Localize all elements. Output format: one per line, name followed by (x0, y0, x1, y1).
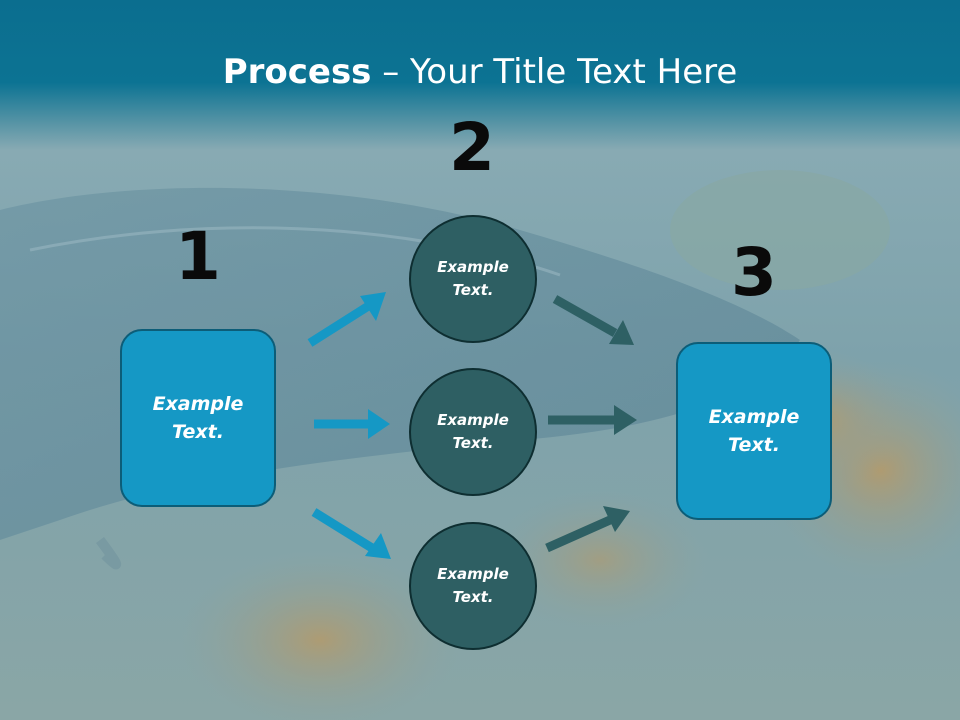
process-circle-middle: Example Text. (409, 368, 537, 496)
process-circle-top: Example Text. (409, 215, 537, 343)
process-box-right: Example Text. (676, 342, 832, 520)
arrow-left-to-middle (314, 409, 390, 439)
arrow-bottom-to-right (545, 506, 630, 553)
process-circle-bottom-label: Example Text. (437, 564, 509, 606)
arrow-left-to-bottom (311, 508, 391, 559)
step-number-2: 2 (449, 109, 495, 186)
process-box-right-label: Example Text. (708, 405, 800, 457)
process-circle-middle-label: Example Text. (437, 410, 509, 452)
step-number-1: 1 (175, 218, 221, 295)
arrow-middle-to-right (548, 405, 637, 435)
slide-title: Process – Your Title Text Here (0, 52, 960, 92)
process-box-left: Example Text. (120, 329, 276, 507)
arrow-top-to-right (552, 295, 634, 345)
process-circle-bottom: Example Text. (409, 522, 537, 650)
title-bold: Process (222, 52, 372, 92)
title-rest: – Your Title Text Here (371, 52, 738, 92)
arrow-left-to-top (307, 292, 386, 347)
step-number-3: 3 (731, 234, 777, 311)
process-box-left-label: Example Text. (152, 392, 244, 444)
process-circle-top-label: Example Text. (437, 257, 509, 299)
title-bar (0, 0, 960, 150)
